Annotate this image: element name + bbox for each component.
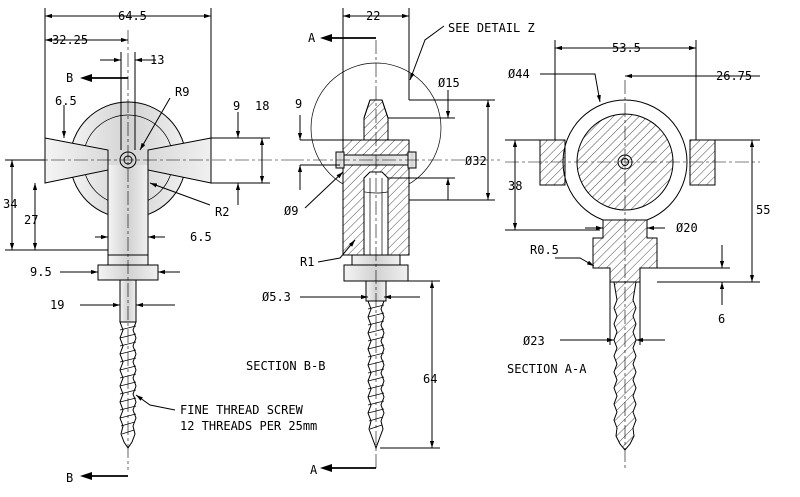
dim-64: 64: [423, 372, 437, 386]
section-aa-view: Ø44 53.5 26.75 38 55 Ø20 R0.5 6 Ø23 SECT…: [505, 40, 770, 470]
section-aa-caption: SECTION A-A: [507, 362, 587, 376]
screw-thread: [119, 321, 137, 449]
section-bb-caption: SECTION B-B: [246, 359, 325, 373]
dim-9-5: 9.5: [30, 265, 52, 279]
screw-note-line2: 12 THREADS PER 25mm: [180, 419, 317, 433]
section-marker-b-bottom: B: [66, 471, 73, 485]
dim-9: 9: [233, 99, 240, 113]
dim-dia-20: Ø20: [676, 221, 698, 235]
dim-r0-5: R0.5: [530, 243, 559, 257]
dim-r9: R9: [175, 85, 189, 99]
dim-r2: R2: [215, 205, 229, 219]
dim-26-75: 26.75: [716, 69, 752, 83]
section-bb-view: 22 SEE DETAIL Z 9 Ø15 Ø32 Ø9 R1 Ø5.3 64 …: [246, 8, 535, 477]
dim-dia-32: Ø32: [465, 154, 487, 168]
dim-dia-23: Ø23: [523, 334, 545, 348]
dim-6-5-bottom: 6.5: [190, 230, 212, 244]
dim-55: 55: [756, 203, 770, 217]
dim-dia-44: Ø44: [508, 67, 530, 81]
dim-dia-15: Ø15: [438, 76, 460, 90]
dim-9-bb: 9: [295, 97, 302, 111]
dim-6-aa: 6: [718, 312, 725, 326]
detail-z-callout: SEE DETAIL Z: [448, 21, 535, 35]
dim-32-25: 32.25: [52, 33, 88, 47]
dim-38: 38: [508, 179, 522, 193]
dim-r1: R1: [300, 255, 314, 269]
dim-6-5-top: 6.5: [55, 94, 77, 108]
section-marker-a-top: A: [308, 31, 316, 45]
screw-note-line1: FINE THREAD SCREW: [180, 403, 304, 417]
dim-34: 34: [3, 197, 17, 211]
dim-dia-5-3: Ø5.3: [262, 290, 291, 304]
dim-13: 13: [150, 53, 164, 67]
dim-27: 27: [24, 213, 38, 227]
dim-53-5: 53.5: [612, 41, 641, 55]
dim-22: 22: [366, 9, 380, 23]
dim-19: 19: [50, 298, 64, 312]
dim-dia-9: Ø9: [284, 204, 298, 218]
side-view: 64.5 32.25 13 R9 6.5 9 18 34 27 R2 6.5 9…: [3, 8, 317, 485]
section-screw-thread: [367, 300, 385, 450]
section-marker-b-top: B: [66, 71, 73, 85]
dim-64-5: 64.5: [118, 9, 147, 23]
dim-18: 18: [255, 99, 269, 113]
section-marker-a-bottom: A: [310, 463, 318, 477]
